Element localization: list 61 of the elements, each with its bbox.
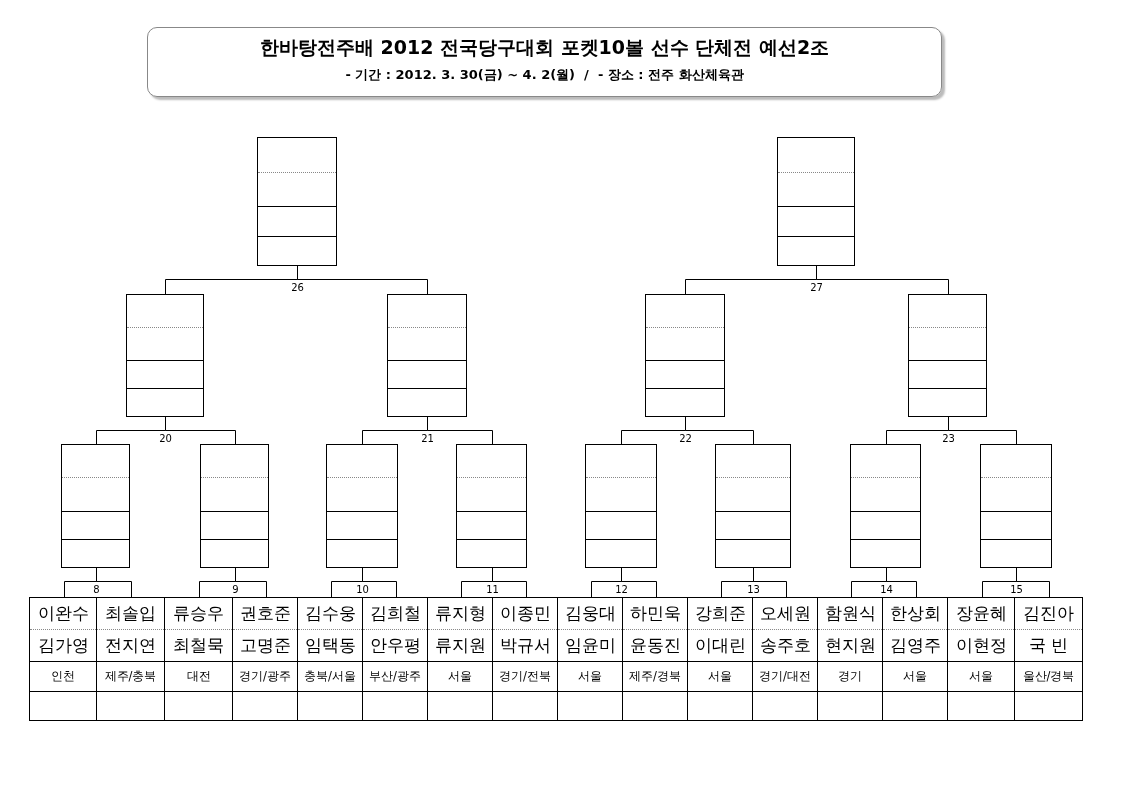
player-name: 김진아	[1015, 598, 1082, 630]
bracket-line	[297, 265, 428, 295]
team-column	[622, 597, 688, 721]
bracket-line	[427, 416, 493, 445]
bracket-box	[126, 294, 204, 417]
bracket-box	[326, 444, 398, 568]
match-number: 23	[940, 432, 957, 444]
team-column	[427, 597, 493, 721]
bracket-box	[387, 294, 467, 417]
team-column	[947, 597, 1015, 721]
bracket-box	[61, 444, 130, 568]
match-number: 12	[613, 583, 630, 595]
bracket-box	[777, 137, 855, 266]
bracket-box	[456, 444, 527, 568]
bracket-line	[165, 416, 236, 445]
team-column	[29, 597, 97, 721]
bracket-line	[492, 567, 527, 598]
title: 한바탕전주배 2012 전국당구대회 포켓10볼 선수 단체전 예선2조	[258, 35, 831, 60]
team-column	[297, 597, 363, 721]
bracket-line	[948, 416, 1017, 445]
bracket-box	[980, 444, 1052, 568]
team-column	[752, 597, 818, 721]
team-column	[492, 597, 558, 721]
match-number: 11	[484, 583, 501, 595]
match-number: 26	[289, 281, 306, 293]
bracket-line	[362, 567, 397, 598]
match-number: 10	[354, 583, 371, 595]
team-column	[1014, 597, 1083, 721]
event-info: - 기간 : 2012. 3. 30(금) ~ 4. 2(월) / - 장소 : 전주 화산체육관	[344, 66, 745, 84]
bracket-box	[850, 444, 921, 568]
match-number: 21	[419, 432, 436, 444]
match-number: 13	[745, 583, 762, 595]
bracket-line	[685, 416, 754, 445]
bracket-line	[753, 567, 787, 598]
bracket-box	[200, 444, 269, 568]
team-column	[817, 597, 883, 721]
match-number: 20	[157, 432, 174, 444]
team-column	[96, 597, 165, 721]
bracket-box	[645, 294, 725, 417]
team-column	[164, 597, 233, 721]
bracket-line	[235, 567, 267, 598]
player-name: 국 빈	[1015, 630, 1082, 662]
team-column	[882, 597, 948, 721]
bracket-box	[715, 444, 791, 568]
bracket-line	[886, 567, 917, 598]
bracket-box	[257, 137, 337, 266]
match-number: 27	[808, 281, 825, 293]
bracket-line	[816, 265, 949, 295]
match-number: 22	[677, 432, 694, 444]
match-number: 8	[91, 583, 102, 595]
team-column	[362, 597, 428, 721]
bracket-line	[1016, 567, 1050, 598]
bracket-box	[908, 294, 987, 417]
team-column	[232, 597, 298, 721]
match-number: 9	[230, 583, 241, 595]
match-number: 15	[1008, 583, 1025, 595]
region-name: 울산/경북	[1015, 662, 1082, 692]
team-column	[687, 597, 753, 721]
bracket-box	[585, 444, 657, 568]
match-number: 14	[878, 583, 895, 595]
team-column	[557, 597, 623, 721]
